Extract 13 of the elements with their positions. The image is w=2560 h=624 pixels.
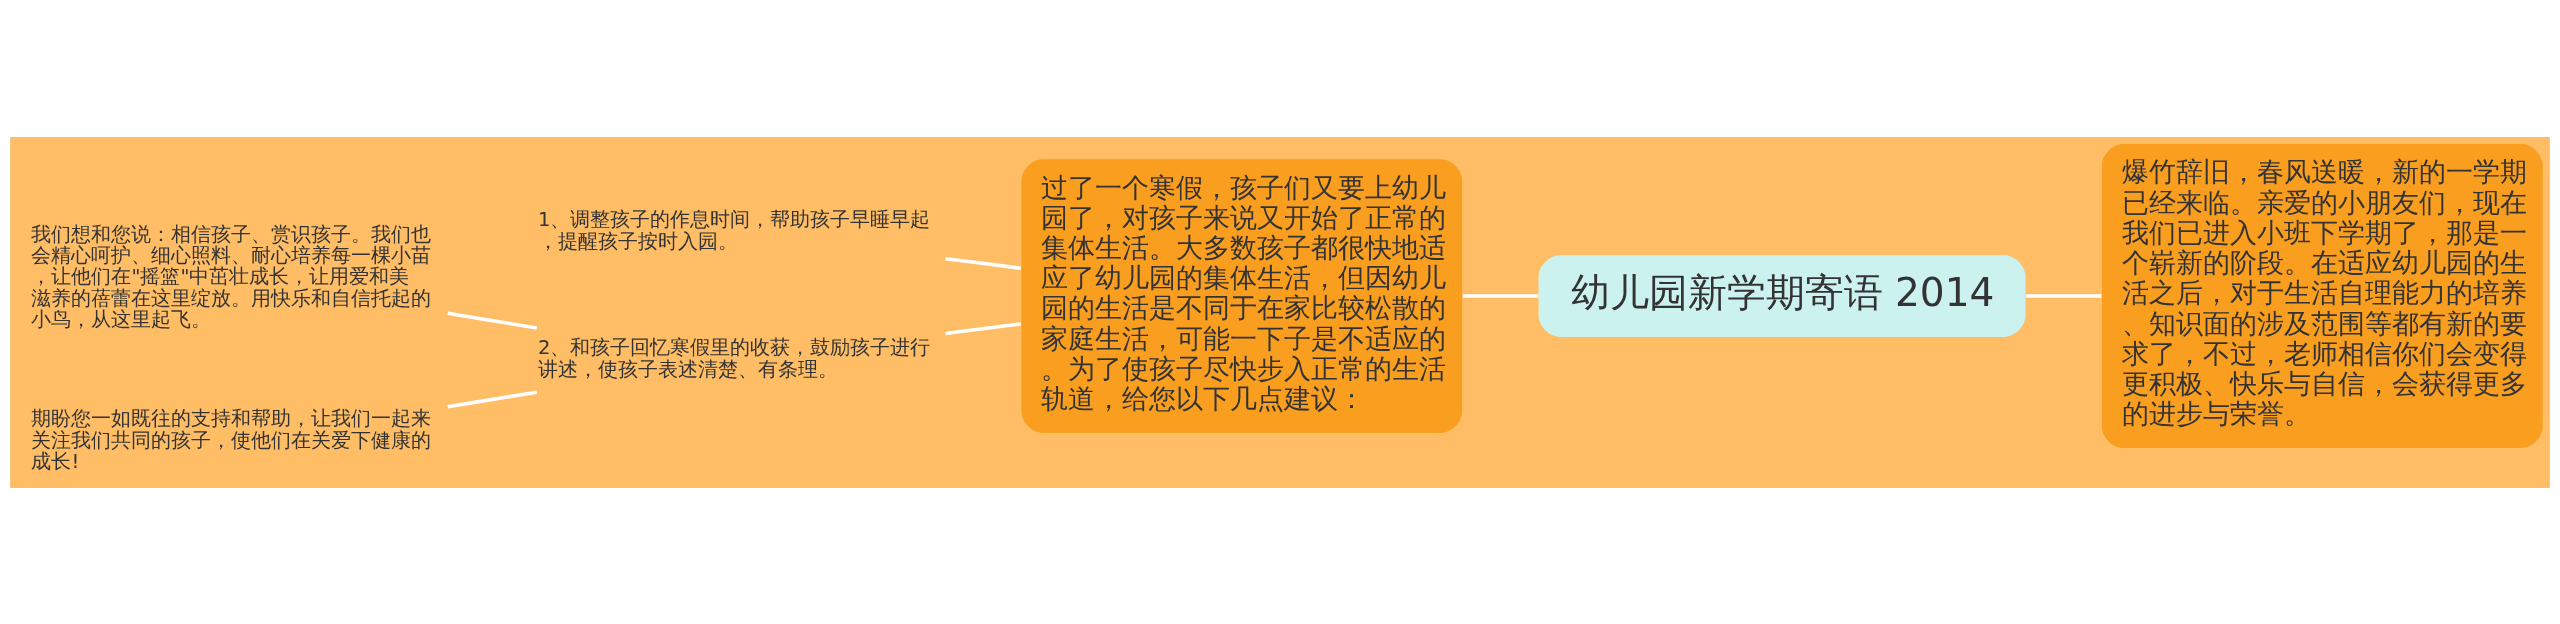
node-text: 1、调整孩子的作息时间，帮助孩子早睡早起，提醒孩子按时入园。 bbox=[538, 207, 931, 253]
connector bbox=[1462, 293, 1539, 298]
node-box: 过了一个寒假，孩子们又要上幼儿园了，对孩子来说又开始了正常的集体生活。大多数孩子都很快地适应了幼儿园的集体生活，但因幼儿园的生活是不同于在家比较松散的家庭生活，可能一下子是不适应的。为了使孩子尽快步入正常的生活轨道，给您以下几点建议： bbox=[1021, 158, 1463, 433]
node-box: 爆竹辞旧，春风送暖，新的一学期已经来临。亲爱的小朋友们，现在我们已进入小班下学期了，那是一个崭新的阶段。在适应幼儿园的生活之后，对于生活自理能力的培养、知识面的涉及范围等都有新的要求了，不过，老师相信你们会变得更积极、快乐与自信，会获得更多的进步与荣誉。 bbox=[2101, 143, 2543, 448]
connector bbox=[447, 311, 538, 330]
node-text: 我们想和您说：相信孩子、赏识孩子。我们也会精心呵护、细心照料、耐心培养每一棵小苗，让他们在"摇篮"中茁壮成长，让用爱和美滋养的蓓蕾在这里绽放。用快乐和自信托起的小鸟，从这里起飞。 bbox=[31, 222, 432, 331]
node-text: 2、和孩子回忆寒假里的收获，鼓励孩子进行讲述，使孩子表述清楚、有条理。 bbox=[538, 335, 931, 381]
connector bbox=[447, 389, 538, 408]
node-box: 幼儿园新学期寄语 2014 bbox=[1538, 254, 2026, 337]
connector bbox=[2026, 293, 2102, 298]
node-text: 期盼您一如既往的支持和帮助，让我们一起来关注我们共同的孩子，使他们在关爱下健康的成长! bbox=[31, 406, 432, 473]
connector bbox=[945, 256, 1021, 270]
connector bbox=[945, 321, 1021, 335]
